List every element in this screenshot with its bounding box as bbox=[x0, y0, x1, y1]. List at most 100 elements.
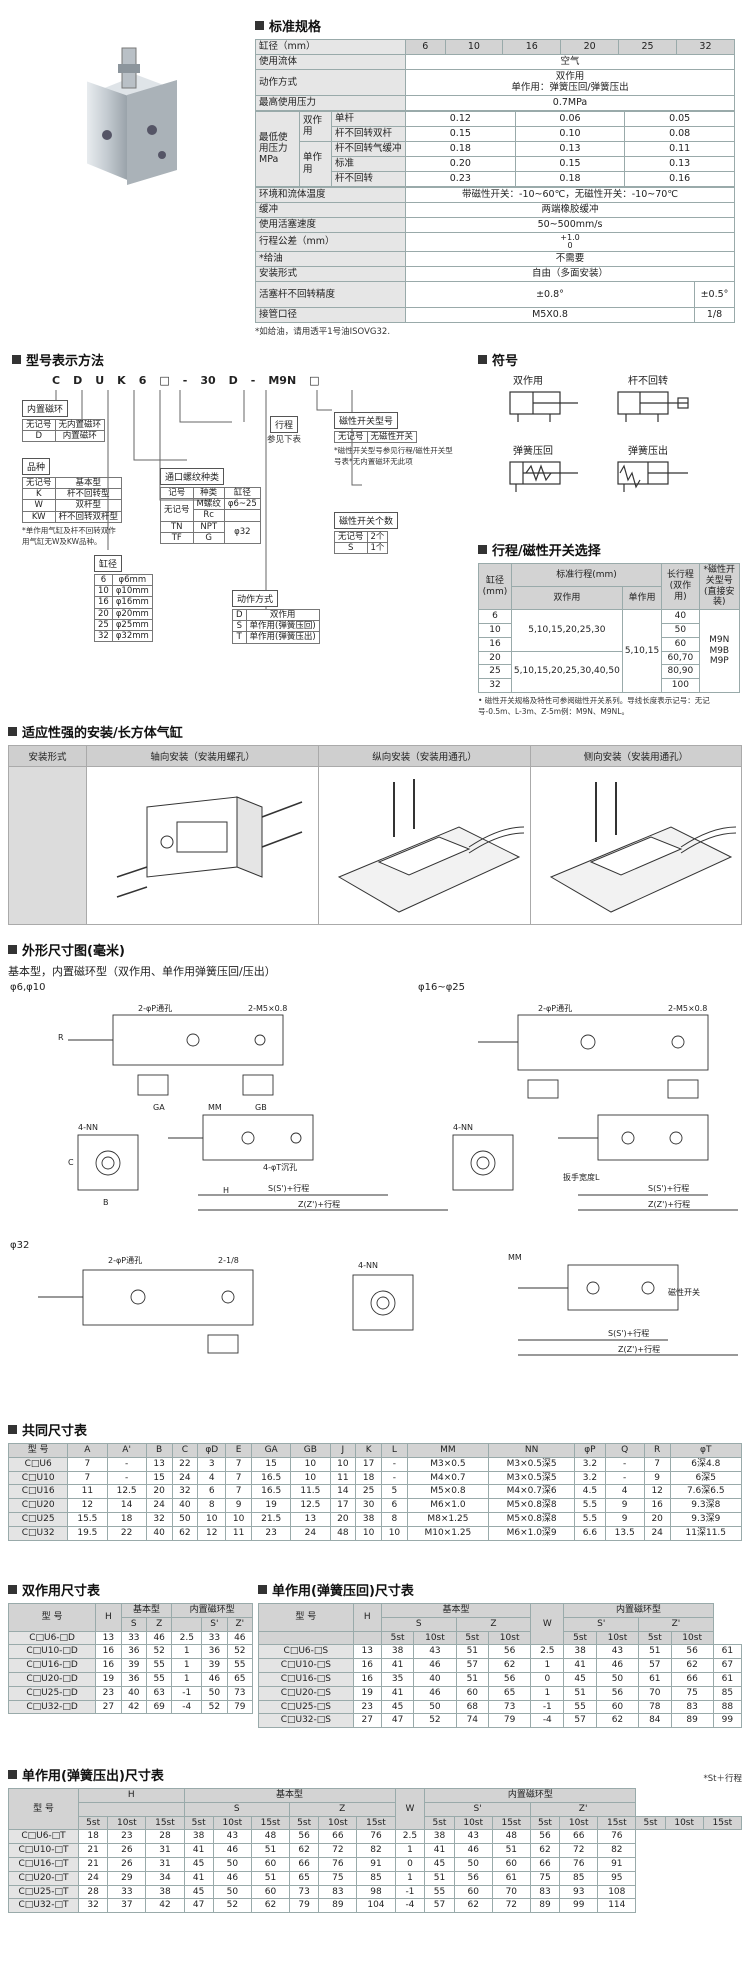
td: 76 bbox=[559, 1856, 599, 1872]
th: 15st bbox=[597, 1815, 637, 1831]
mini-cell: φ32mm bbox=[111, 629, 153, 643]
td: 46 bbox=[145, 1630, 173, 1646]
mini-cell: M螺纹 bbox=[192, 498, 225, 511]
model-title: 型号表示方法 bbox=[26, 354, 105, 369]
th: 单作用 bbox=[621, 586, 663, 611]
td: C□U20 bbox=[7, 1498, 69, 1513]
td: C□U6-□S bbox=[258, 1644, 354, 1660]
td: 46 bbox=[226, 1630, 254, 1646]
td: 13 bbox=[290, 1511, 331, 1527]
product-photo bbox=[12, 20, 217, 200]
td: C□U16-□D bbox=[7, 1658, 97, 1673]
td: 40 bbox=[661, 609, 700, 624]
switch-box: 磁性开关型号 无记号无磁性开关 *磁性开关型号参见行程/磁性开关型号表*无内置磁… bbox=[334, 412, 459, 467]
th: J bbox=[329, 1443, 357, 1458]
dim-label: 2-M5×0.8 bbox=[248, 1004, 287, 1013]
td: C□U16-□S bbox=[258, 1671, 354, 1687]
th: S bbox=[183, 1801, 290, 1817]
dim-label: S(S')+行程 bbox=[608, 1328, 649, 1338]
mini-cell: KW bbox=[22, 510, 56, 523]
stroke-table: 缸径(mm)标准行程(mm)长行程(双作用)*磁性开关型号(直接安装) 双作用单… bbox=[478, 562, 741, 693]
spec-cell: 最低使用压力MPa bbox=[255, 110, 300, 187]
td: 6.6 bbox=[574, 1525, 606, 1541]
td: 60 bbox=[453, 1884, 493, 1900]
td: M10×1.25 bbox=[406, 1525, 489, 1541]
td: 36 bbox=[201, 1644, 228, 1660]
mini-cell: 25 bbox=[94, 618, 113, 631]
th: 10st bbox=[670, 1630, 714, 1646]
th: 10st bbox=[595, 1630, 640, 1646]
td: 50 bbox=[201, 1685, 228, 1701]
th: L bbox=[381, 1443, 408, 1458]
mount-title: 适应性强的安装/长方体气缸 bbox=[22, 726, 183, 741]
td: 41 bbox=[563, 1658, 597, 1673]
td: M4×0.7 bbox=[406, 1470, 489, 1486]
td: -4 bbox=[530, 1713, 565, 1729]
td: 16.5 bbox=[251, 1470, 292, 1486]
td: C□U10-□T bbox=[8, 1843, 79, 1858]
td: 46 bbox=[453, 1843, 493, 1858]
td: 7 bbox=[67, 1470, 108, 1486]
td: C□U20-□D bbox=[7, 1671, 97, 1687]
td: 38 bbox=[145, 1884, 185, 1900]
mini-cell: 无磁性开关 bbox=[366, 430, 418, 444]
td: 9.3深9 bbox=[669, 1511, 743, 1527]
td: 17 bbox=[329, 1498, 357, 1513]
spec-cell: 0.18 bbox=[405, 140, 516, 157]
td: 20 bbox=[329, 1511, 357, 1527]
td: 12.5 bbox=[290, 1498, 331, 1513]
td: M8×1.25 bbox=[406, 1511, 489, 1527]
mount-item: 侧向安装（安装用通孔） bbox=[530, 746, 742, 767]
td: 62 bbox=[250, 1898, 291, 1914]
td: 51 bbox=[424, 1870, 455, 1886]
td: 22 bbox=[171, 1456, 199, 1472]
td: 12 bbox=[197, 1525, 227, 1541]
td: 23 bbox=[251, 1525, 292, 1541]
td: 32 bbox=[77, 1898, 109, 1914]
td: 38 bbox=[380, 1644, 415, 1660]
td: 8 bbox=[197, 1498, 227, 1513]
td: 21.5 bbox=[251, 1511, 292, 1527]
builtin-title: 内置磁环 bbox=[22, 400, 69, 417]
td: 56 bbox=[670, 1644, 714, 1660]
td: 65 bbox=[226, 1671, 254, 1687]
code-char: D bbox=[228, 374, 238, 387]
td: -4 bbox=[171, 1699, 203, 1715]
th: 15st bbox=[491, 1815, 531, 1831]
td: C□U16 bbox=[7, 1484, 69, 1500]
td: M5×0.8深8 bbox=[487, 1498, 576, 1513]
th: A' bbox=[106, 1443, 147, 1458]
td: M6×1.0深9 bbox=[487, 1525, 576, 1541]
td: 19 bbox=[95, 1671, 122, 1687]
th: Z' bbox=[638, 1616, 714, 1632]
spec-cell: 0.06 bbox=[514, 110, 626, 127]
td: 24 bbox=[290, 1525, 331, 1541]
td: 50 bbox=[413, 1699, 457, 1715]
td: C□U6-□D bbox=[7, 1630, 97, 1646]
td: 55 bbox=[145, 1658, 173, 1673]
td: 24 bbox=[145, 1498, 173, 1513]
dim-label: GA bbox=[153, 1103, 165, 1112]
td: 4 bbox=[197, 1470, 227, 1486]
td: 19 bbox=[251, 1498, 292, 1513]
td: 38 bbox=[355, 1511, 383, 1527]
td: 35 bbox=[380, 1671, 415, 1687]
td: 56 bbox=[453, 1870, 493, 1886]
td: 13 bbox=[352, 1644, 382, 1660]
dims-drawing: 2-φP通孔 2-M5×0.8 R GA GB 4-NN C B MM 4-φT… bbox=[38, 1003, 738, 1356]
td: 56 bbox=[288, 1829, 320, 1845]
mini-cell: 单作用(弹簧压出) bbox=[245, 631, 320, 644]
td: 55 bbox=[145, 1671, 173, 1687]
td: 6深5 bbox=[669, 1470, 743, 1486]
td: 43 bbox=[212, 1829, 252, 1845]
td: 66 bbox=[288, 1856, 320, 1872]
td: 62 bbox=[288, 1843, 320, 1858]
td: 32 bbox=[478, 678, 512, 693]
